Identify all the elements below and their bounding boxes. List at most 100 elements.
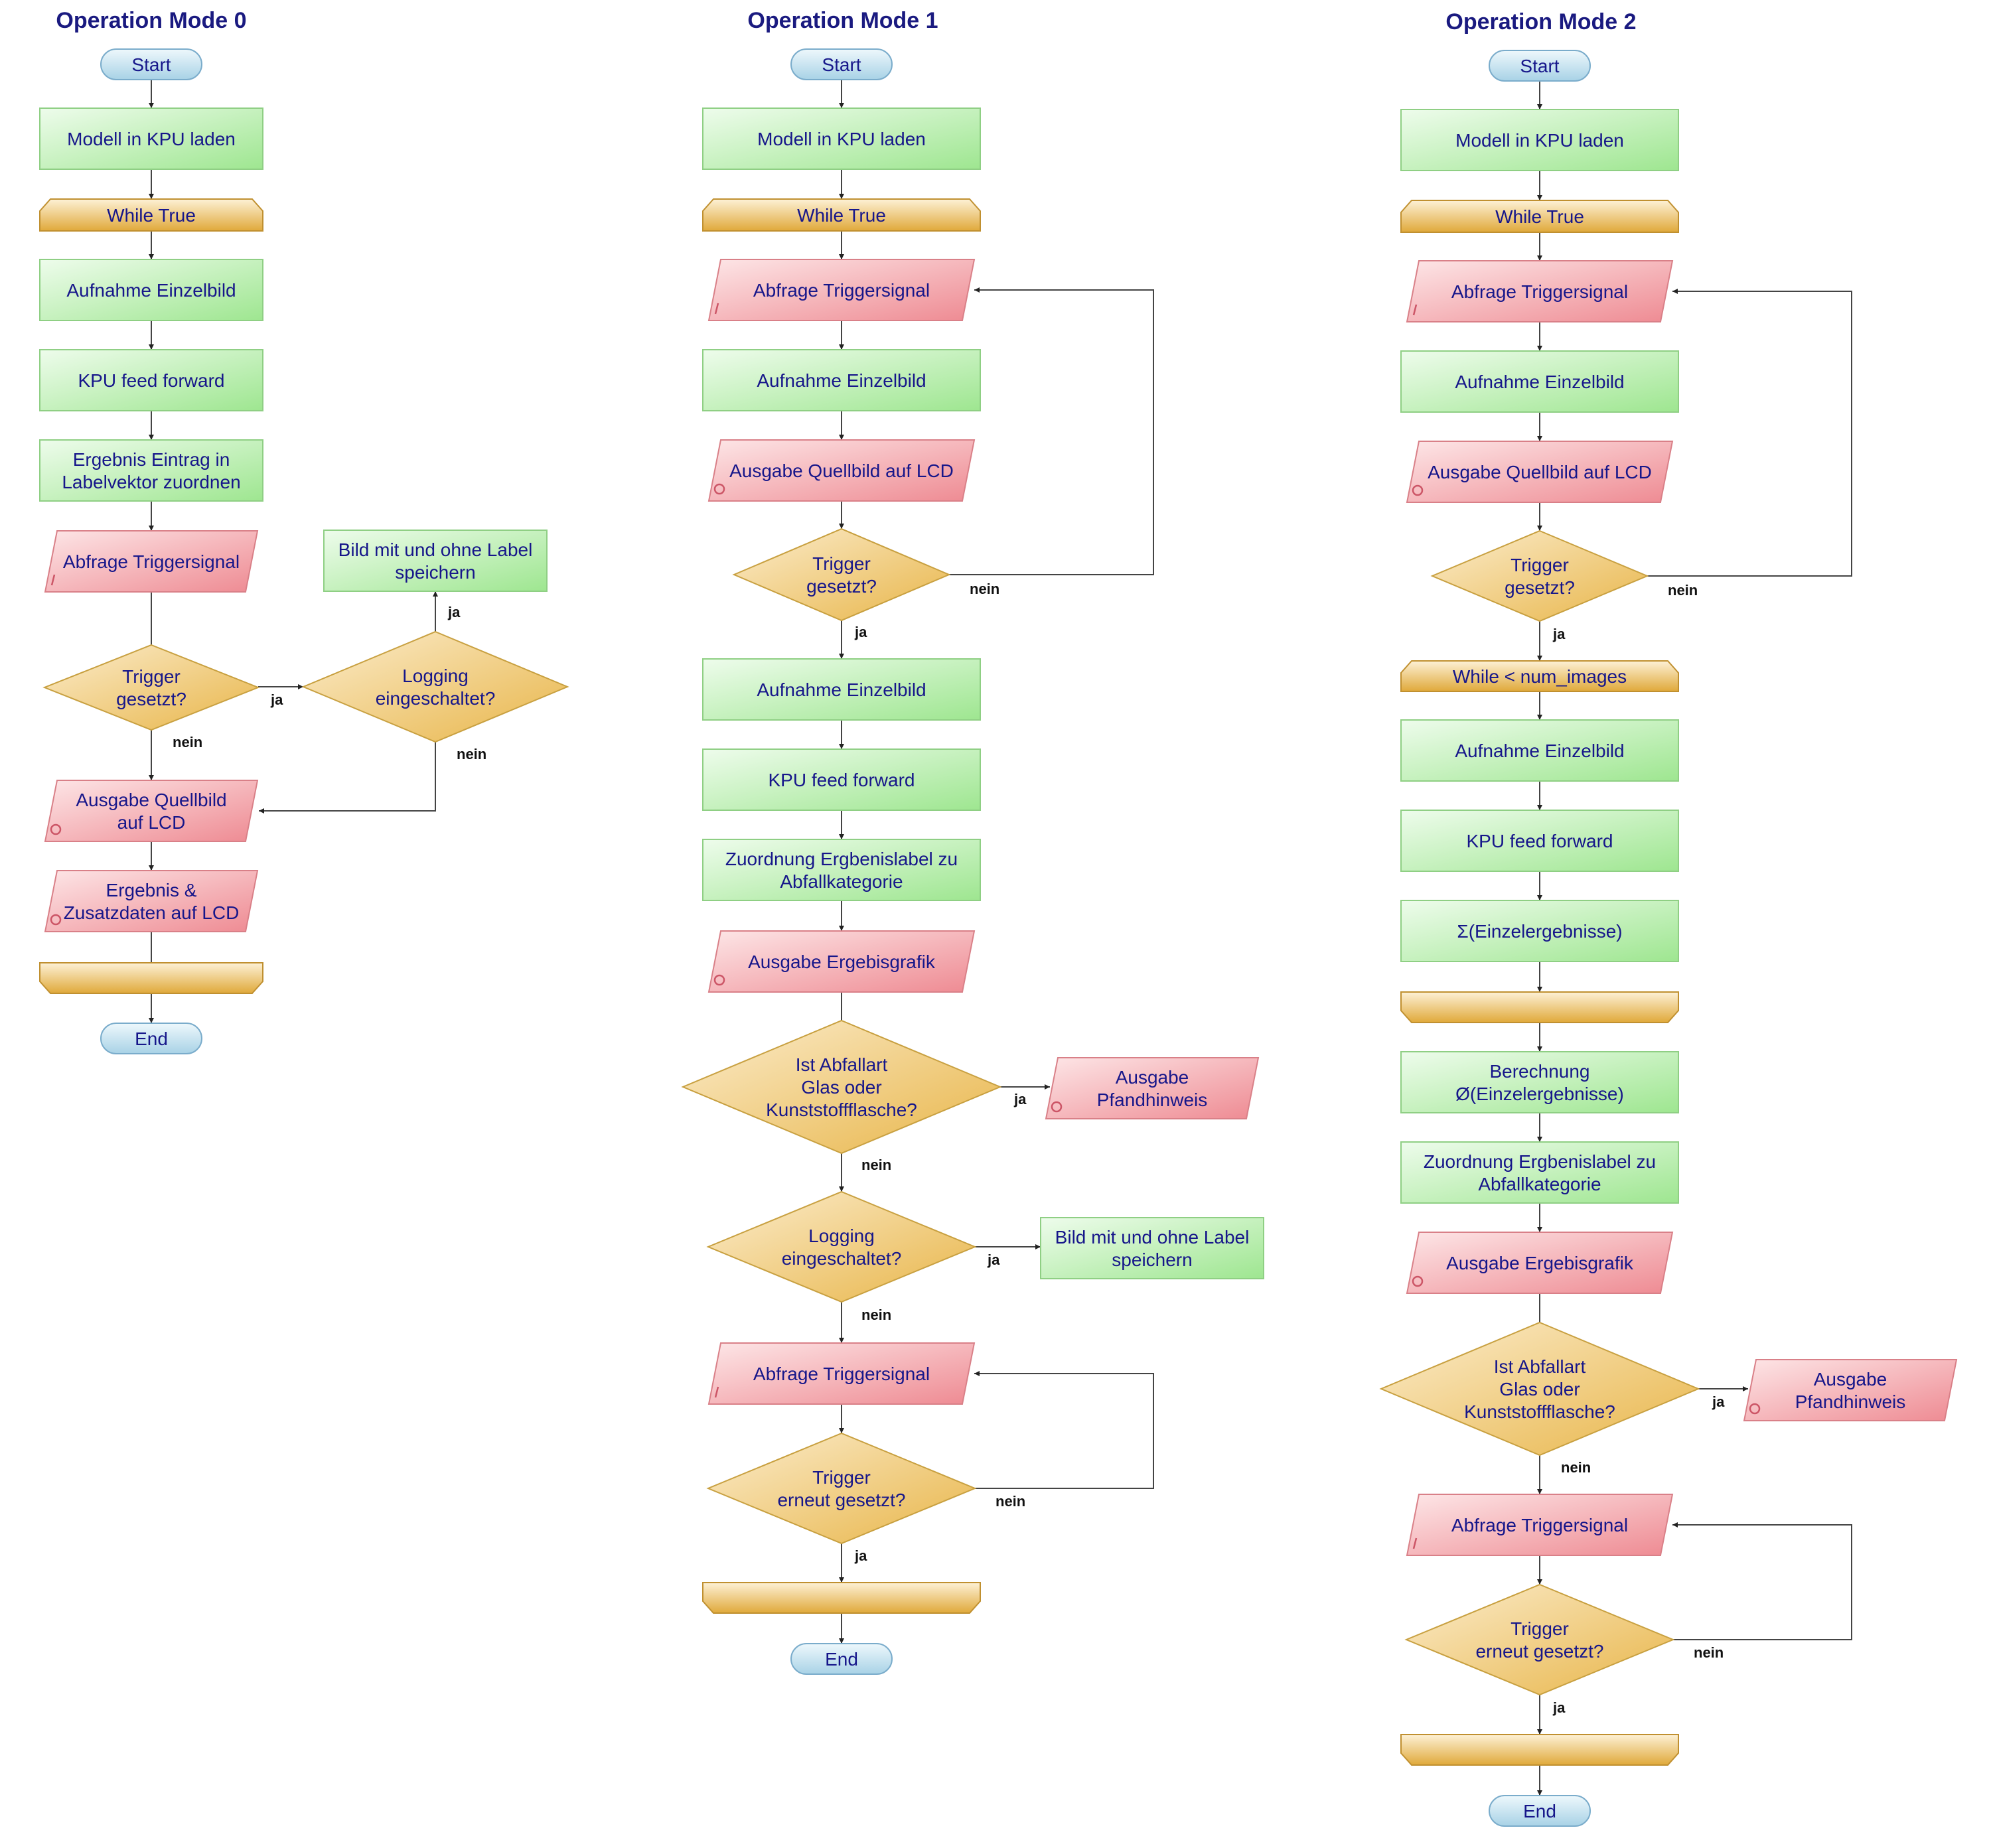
node-label: Pfandhinweis [1097,1090,1208,1110]
output-shape [1743,1359,1958,1421]
node-label: Bild mit und ohne Label [338,539,533,560]
node-label: Trigger [1511,555,1569,575]
node-label: Aufnahme Einzelbild [757,370,926,391]
output-marker-icon [713,483,725,495]
node-label: Ausgabe Ergebisgrafik [1446,1253,1634,1273]
decision-shape [42,644,260,731]
node-label: Aufnahme Einzelbild [66,280,236,301]
node-label: Glas oder [801,1077,881,1098]
node-m1-zuordnung: Zuordnung Ergbenislabel zuAbfallkategori… [702,839,981,901]
output-shape [1045,1057,1260,1119]
node-label: Aufnahme Einzelbild [1455,372,1624,392]
connector-m1_trigger1-to-m1_abfrage1 [949,287,1154,575]
node-label: Ergebnis & [106,880,197,900]
input-marker-icon [1412,304,1418,316]
output-marker-icon [50,914,62,926]
node-m2-aufnahme2: Aufnahme Einzelbild [1400,719,1679,782]
node-m0-aufnahme: Aufnahme Einzelbild [39,259,263,321]
node-label: Ausgabe Quellbild auf LCD [1428,462,1652,482]
node-m2-end: End [1489,1795,1591,1827]
terminal-shape [1489,1795,1591,1827]
node-m1-loop-end [702,1582,981,1614]
input-marker-icon [1412,1537,1418,1549]
node-label: Ausgabe [1814,1369,1887,1389]
process-shape [1400,719,1679,782]
node-m1-aufnahme2: Aufnahme Einzelbild [702,658,981,721]
node-label: Zusatzdaten auf LCD [64,902,240,923]
process-shape [702,839,981,901]
edge-label-ja: ja [1552,1699,1566,1716]
node-label: Σ(Einzelergebnisse) [1457,921,1622,942]
output-shape [1406,1232,1674,1294]
edge-label-nein: nein [1694,1644,1724,1661]
node-label: Bild mit und ohne Label [1055,1227,1250,1247]
node-m2-grafik: Ausgabe Ergebisgrafik [1406,1232,1674,1294]
node-label: Glas oder [1499,1379,1580,1399]
node-m1-modell: Modell in KPU laden [702,107,981,170]
node-label: Aufnahme Einzelbild [1455,741,1624,761]
node-label: Trigger [122,666,181,687]
process-shape [1400,109,1679,171]
terminal-shape [1489,50,1591,82]
node-label: End [825,1649,858,1670]
loop-start-shape [1400,200,1679,233]
input-shape [707,1342,976,1405]
output-shape [44,780,259,842]
node-m2-loop-end2 [1400,1734,1679,1766]
node-label: Modell in KPU laden [1455,130,1624,151]
node-m0-abfrage: Abfrage Triggersignal [44,530,259,593]
column-title-mode-0: Operation Mode 0 [56,8,246,33]
node-label: Abfrage Triggersignal [753,1364,930,1384]
node-label: Abfallkategorie [1478,1174,1601,1194]
process-shape [39,107,263,170]
loop-start-shape [39,198,263,232]
output-marker-icon [50,823,62,835]
connector-layer [149,80,1852,1796]
input-marker-icon [714,303,719,315]
input-marker-icon [50,574,56,586]
node-m1-kpu: KPU feed forward [702,748,981,811]
node-m2-abfrage1: Abfrage Triggersignal [1406,260,1674,322]
node-label: Berechnung [1489,1061,1589,1082]
node-m2-modell: Modell in KPU laden [1400,109,1679,171]
node-m2-start: Start [1489,50,1591,82]
node-label: Start [1520,56,1559,76]
node-label: KPU feed forward [1467,831,1613,851]
loop-end-shape [1400,1734,1679,1766]
node-m0-loop-end [39,962,263,994]
edge-label-ja: ja [854,624,867,640]
node-m2-sum: Σ(Einzelergebnisse) [1400,900,1679,962]
decision-shape [1430,530,1649,622]
node-label: KPU feed forward [78,370,225,391]
decision-shape [706,1432,977,1545]
edge-label-nein: nein [1561,1459,1591,1476]
output-marker-icon [1412,484,1424,496]
node-label: Abfrage Triggersignal [1451,281,1628,302]
node-m0-ergebnis-lcd: Ergebnis &Zusatzdaten auf LCD [44,870,259,932]
node-label: gesetzt? [806,576,877,597]
loop-end-shape [702,1582,981,1614]
node-label: Abfallkategorie [780,871,903,892]
loop-end-shape [39,962,263,994]
node-label: KPU feed forward [769,770,915,790]
node-label: Zuordnung Ergbenislabel zu [725,849,958,869]
node-label: gesetzt? [1505,577,1575,598]
node-m1-abfrage2: Abfrage Triggersignal [707,1342,976,1405]
connector-m1_trigger2-to-m1_abfrage2 [974,1371,1154,1489]
column-title-mode-1: Operation Mode 1 [747,8,938,33]
node-label: Modell in KPU laden [757,129,926,149]
output-marker-icon [1412,1275,1424,1287]
output-marker-icon [713,974,725,986]
node-m1-ausgabe-quell: Ausgabe Quellbild auf LCD [707,439,976,502]
node-label: eingeschaltet? [782,1248,902,1269]
process-shape [323,530,548,592]
output-shape [44,870,259,932]
node-m2-abfrage2: Abfrage Triggersignal [1406,1494,1674,1556]
